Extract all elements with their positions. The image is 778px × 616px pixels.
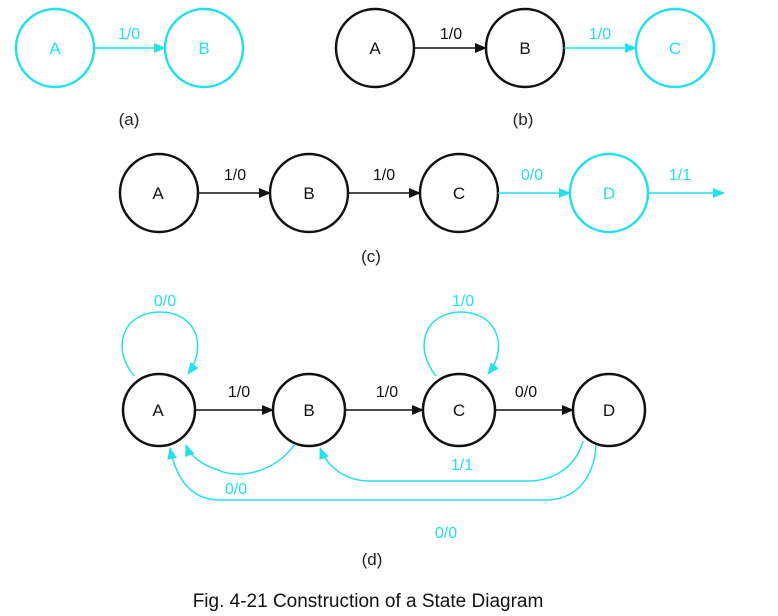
panel-d: 0/0 1/0 A B C D 1/0 1/0 0/0 0/0 1/1 0/0 … [121,293,647,569]
figure-title: Fig. 4-21 Construction of a State Diagra… [193,591,544,612]
state-c-label: C [453,184,465,203]
state-a-label: A [152,184,164,203]
self-loop-a [121,311,199,377]
transition-label: 0/0 [225,481,247,498]
transition-label: 1/0 [440,26,462,43]
transition-label: 1/0 [376,384,398,401]
panel-caption: (d) [362,550,383,569]
panel-c: A B C D 1/0 1/0 0/0 1/1 (c) [118,152,725,266]
transition-label: 1/0 [224,167,246,184]
state-a-label: A [152,401,164,420]
transition-label: 0/0 [521,167,543,184]
state-a-label: A [49,39,61,58]
state-b-label: B [303,401,314,420]
transition-label: 1/1 [451,457,473,474]
panel-caption: (b) [513,110,534,129]
transition-label: 1/1 [669,167,691,184]
state-c-label: C [669,39,681,58]
transition-d-b [319,440,584,482]
state-b-label: B [519,39,530,58]
state-a-label: A [369,39,381,58]
self-loop-c [423,311,500,377]
state-b-label: B [198,39,209,58]
transition-label: 0/0 [154,293,176,310]
state-c-label: C [453,401,465,420]
transition-label: 1/0 [452,293,474,310]
transition-label: 1/0 [589,26,611,43]
transition-label: 1/0 [228,384,250,401]
state-d-label: D [603,401,615,420]
state-d-label: D [603,184,615,203]
transition-d-a [167,444,597,501]
transition-label: 0/0 [435,525,457,542]
transition-b-a [185,443,296,475]
panel-a: A B 1/0 (a) [14,7,245,129]
panel-caption: (c) [361,247,381,266]
transition-label: 1/0 [373,167,395,184]
panel-b: A B C 1/0 1/0 (b) [334,7,716,129]
panel-caption: (a) [119,110,140,129]
transition-label: 0/0 [515,384,537,401]
transition-label: 1/0 [118,26,140,43]
state-b-label: B [303,184,314,203]
